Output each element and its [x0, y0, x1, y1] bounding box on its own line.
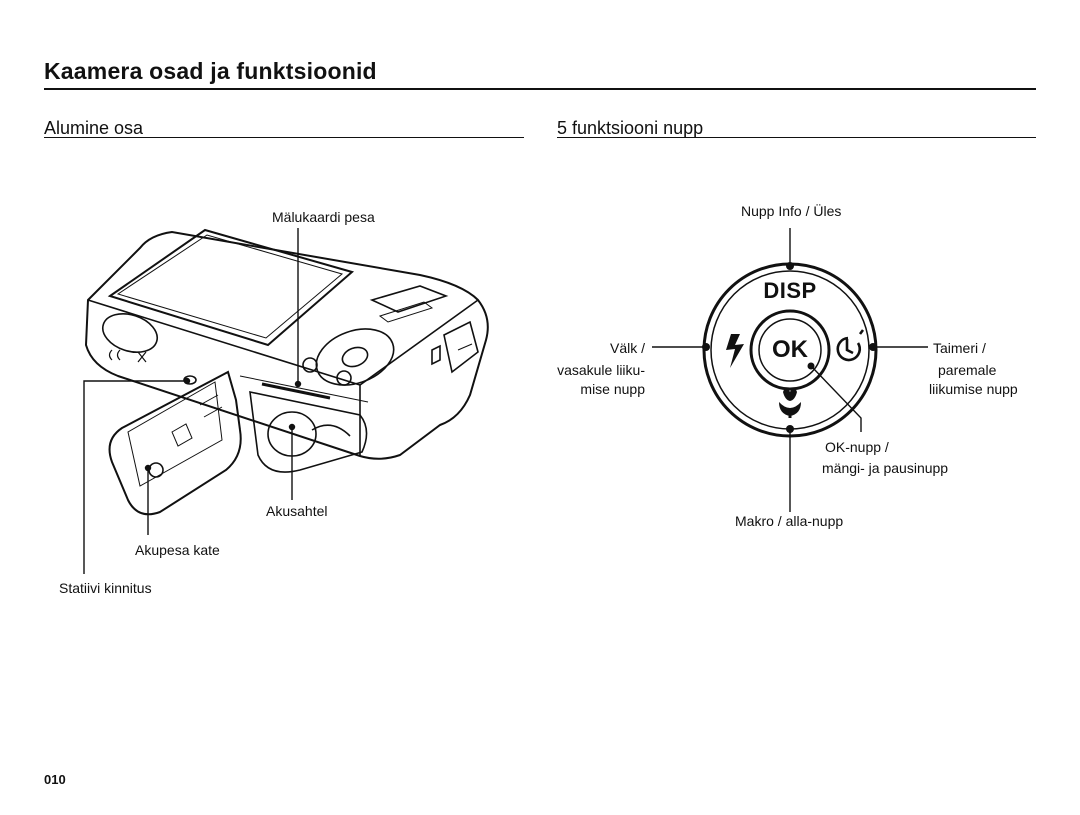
section-heading-buttons: 5 funktsiooni nupp [557, 118, 704, 138]
leader-lines-right [652, 228, 928, 512]
label-timer-right-line3: liikumise nupp [929, 381, 1018, 397]
section-heading-bottom: Alumine osa [44, 118, 144, 138]
label-flash-left-line2: vasakule liiku- [557, 362, 645, 378]
ok-button-text: OK [772, 336, 808, 363]
five-function-button [702, 262, 878, 438]
camera-bottom-illustration [84, 228, 489, 516]
page-number: 010 [44, 772, 66, 787]
label-ok-play-line1: OK-nupp / [825, 439, 889, 455]
disp-button-text: DISP [763, 278, 817, 303]
macro-icon [779, 388, 801, 418]
label-battery-cover: Akupesa kate [135, 542, 220, 558]
section-divider-left [44, 137, 524, 138]
label-battery-compartment: Akusahtel [266, 503, 328, 519]
label-ok-play-line2: mängi- ja pausinupp [822, 460, 949, 476]
page-title: Kaamera osad ja funktsioonid [44, 58, 377, 84]
label-tripod-mount: Statiivi kinnitus [59, 580, 152, 596]
title-divider [44, 88, 1036, 90]
flash-icon [726, 334, 744, 368]
label-flash-left-line3: mise nupp [580, 381, 645, 397]
leader-lines-left [83, 228, 302, 574]
label-macro-down-button: Makro / alla-nupp [735, 513, 844, 529]
label-flash-left-line1: Välk / [609, 340, 645, 356]
timer-icon [836, 329, 865, 362]
label-memory-card-slot: Mälukaardi pesa [272, 209, 375, 225]
label-timer-right-line1: Taimeri / [933, 340, 986, 356]
label-timer-right-line2: paremale [938, 362, 997, 378]
section-divider-right [557, 137, 1036, 138]
label-info-up-button: Nupp Info / Üles [741, 203, 842, 219]
